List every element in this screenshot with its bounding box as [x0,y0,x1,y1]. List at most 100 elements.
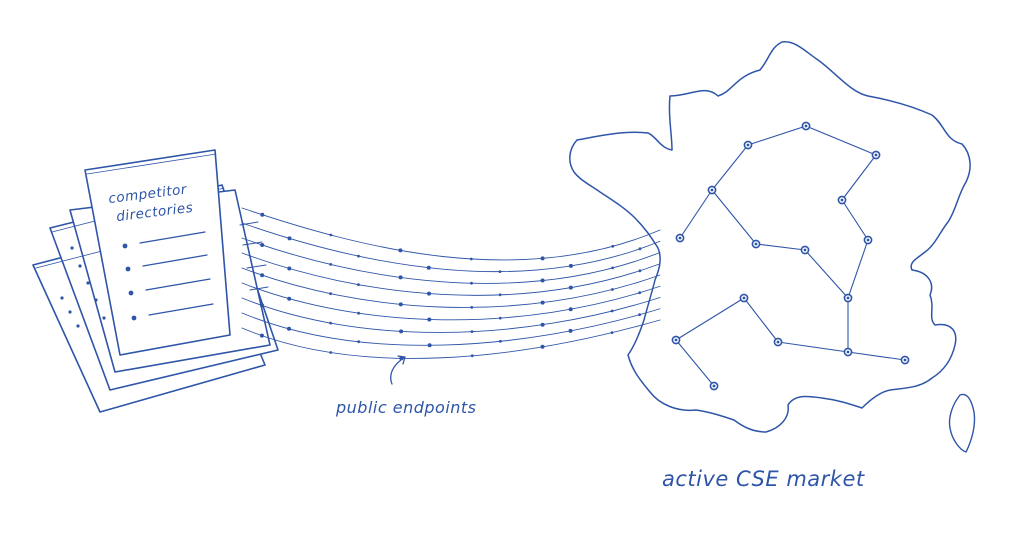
network-node-core [846,350,850,354]
network-edge [743,297,779,343]
list-item-line [148,303,214,316]
stream-dot [329,292,332,296]
stream-dot [498,270,502,273]
stream-dot [638,269,642,273]
stream-dot [540,256,545,261]
stream-dot [260,212,265,217]
network-edge [711,189,757,245]
endpoint-stream [241,207,661,361]
stream-dot [540,300,545,305]
network-node-core [804,124,808,128]
network-node-core [840,198,844,202]
network-edge [747,125,807,146]
network-edge [841,199,869,241]
stream-dot [610,331,614,334]
network-node-core [742,296,746,300]
stream-dot [499,339,502,343]
stream-dot [329,263,333,266]
stream-dot [568,285,573,290]
stream-dot [287,236,292,241]
network-node-core [710,188,714,192]
network-node-core [776,340,780,344]
stream-line [241,282,661,321]
stream-dot [611,266,614,270]
list-item-bullet [125,266,131,272]
network-edge [777,341,849,353]
stream-dot [611,244,615,248]
stream-dot [498,293,502,297]
stream-label: public endpoints [335,398,477,417]
stream-dot [498,316,502,320]
stream-dot [568,307,573,312]
document-sheet-front [84,149,231,356]
stream-dot [470,281,473,285]
stream-dot [287,296,292,301]
stream-line [241,252,661,296]
market-network [671,121,910,391]
stream-dot [259,333,264,338]
network-edge [755,243,806,251]
network-node-core [754,242,758,246]
network-node-core [803,248,807,252]
stream-dot [287,326,291,331]
france-map-icon [569,41,976,453]
list-item-bullet [122,243,128,249]
network-edge [804,249,849,299]
network-edge [847,239,869,299]
list-item-bullet [131,315,137,321]
network-node-core [674,338,678,342]
stream-dot [357,311,360,315]
stream-dot [611,288,614,291]
list-item-line [142,254,208,267]
stream-dot [638,291,642,295]
stream-dot [357,340,361,344]
stream-dot [470,330,474,333]
network-edge [805,125,877,156]
stream-dot [398,302,403,307]
stream-dot [568,263,573,268]
stream-dot [540,322,545,327]
map-outline [569,41,971,433]
list-item-line [139,231,206,244]
stream-dot [426,265,431,270]
list-item-line [145,278,211,291]
network-node-core [903,358,907,362]
map-island [948,393,976,453]
stream-dot [427,317,432,322]
stream-dot [329,351,333,354]
network-node-core [712,384,716,388]
stream-dot [260,273,265,278]
stream-dot [427,343,432,348]
stream-dot [357,283,360,287]
stream-dot [427,291,431,296]
stream-dot [470,354,474,358]
network-node-core [866,238,870,242]
stream-dot [357,254,360,258]
stream-dot [469,257,473,261]
back-sheet-rows [60,221,269,328]
stream-line [241,297,661,333]
stream-dot [568,328,573,333]
stream-dot [540,344,545,349]
stream-dot [470,306,474,309]
network-edge [847,351,906,361]
stream-dot [638,313,641,317]
network-edge [711,144,749,191]
sketch-stroke [86,153,217,175]
stream-dot [540,278,545,283]
network-node-core [678,236,682,240]
network-node-core [846,296,850,300]
market-label: active CSE market [662,467,865,491]
network-edge [675,339,715,387]
stream-dot [287,266,292,271]
stream-dot [638,247,642,251]
document-stack-icon: competitor directories [32,149,279,413]
network-edge [679,189,713,239]
network-edge [675,297,745,341]
stream-dot [260,243,265,247]
stream-dot [610,309,614,313]
stream-line [241,319,661,359]
stream-dot [329,233,333,237]
network-edge [841,154,877,201]
